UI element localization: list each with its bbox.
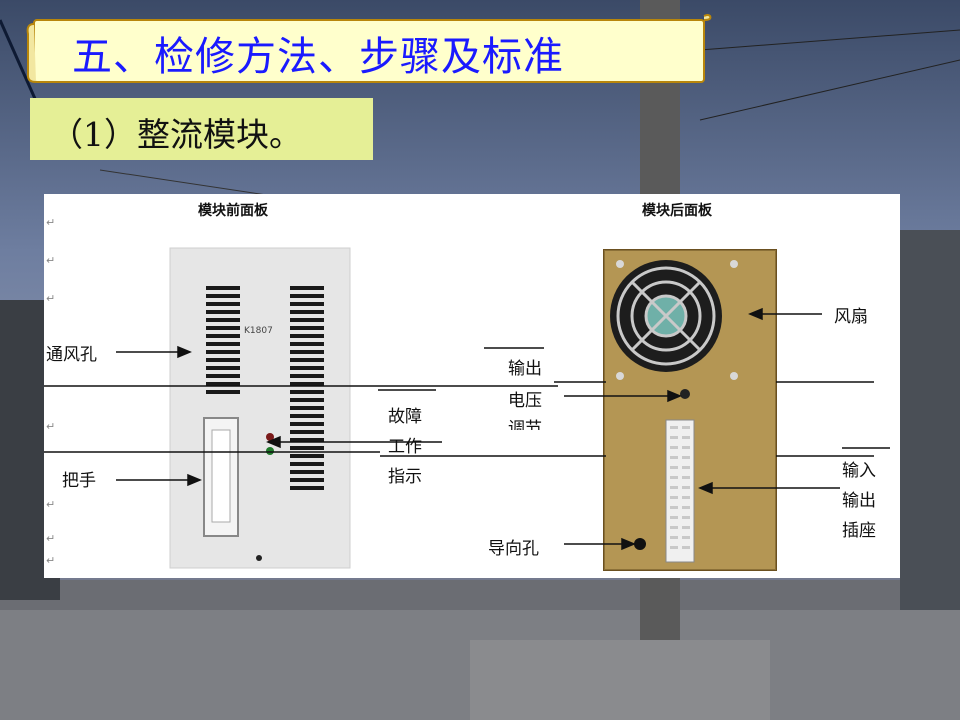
label-indicator: 指示	[388, 467, 422, 487]
label-output2: 输出	[842, 491, 876, 511]
slide-subtitle: （1）整流模块。	[50, 115, 302, 154]
back-panel-header: 模块后面板	[642, 203, 712, 219]
front-vent-left	[206, 286, 240, 394]
front-panel-header: 模块前面板	[198, 203, 268, 219]
front-vent-right	[290, 286, 324, 490]
label-output: 输出	[508, 359, 542, 379]
model-text: K1807	[244, 326, 273, 336]
title-banner: 五、检修方法、步骤及标准	[26, 14, 712, 86]
label-fault: 故障	[388, 407, 422, 427]
label-vent: 通风孔	[46, 345, 97, 365]
subtitle-box: （1）整流模块。	[30, 98, 373, 160]
label-input: 输入	[842, 461, 876, 481]
return-mark: ↵	[46, 532, 56, 545]
label-work: 工作	[388, 437, 422, 457]
io-socket	[665, 419, 695, 563]
return-mark: ↵	[46, 498, 56, 511]
label-adjust: 调节	[508, 419, 542, 430]
fault-led	[266, 433, 274, 441]
label-voltage: 电压	[508, 391, 542, 411]
return-mark: ↵	[46, 292, 56, 305]
label-guide-hole: 导向孔	[488, 539, 539, 559]
label-handle: 把手	[62, 471, 96, 491]
label-socket: 插座	[842, 521, 876, 541]
label-fan: 风扇	[834, 307, 868, 327]
work-led	[266, 447, 274, 455]
return-mark: ↵	[46, 254, 56, 267]
return-mark: ↵	[46, 554, 56, 567]
slide-title: 五、检修方法、步骤及标准	[72, 34, 564, 80]
return-mark: ↵	[46, 420, 56, 433]
module-diagram: 模块前面板 模块后面板 K1807 通风孔 把手 故障 工作 指示 输出 电压 …	[44, 194, 900, 578]
guide-hole	[634, 538, 646, 550]
voltage-adjust-hole	[680, 389, 690, 399]
return-mark: ↵	[46, 216, 56, 229]
